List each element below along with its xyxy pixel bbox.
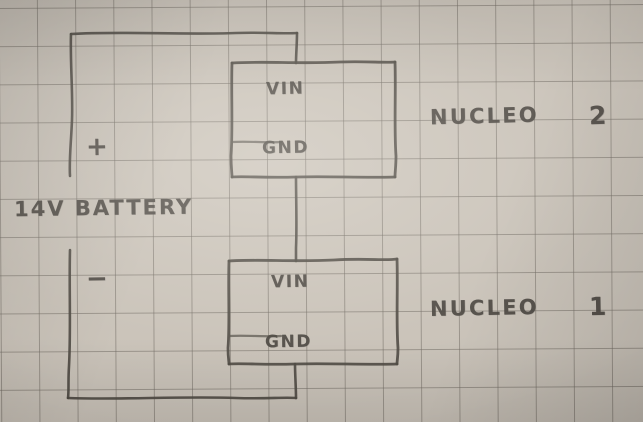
nucleo2-box-right-edge [393,60,398,179]
nucleo2-vin-label: VIN [265,78,305,100]
nucleo1-vin-label: VIN [270,271,310,293]
nucleo1-box-bottom-edge [227,362,399,366]
wire-battery-plus-to-nucleo2-vin [69,31,299,36]
nucleo2-board-index: 2 [588,100,610,131]
nucleo2-board-label: NUCLEO [429,102,540,130]
nucleo2-pin-divider [230,140,283,144]
battery-plus-terminal-label: + [85,131,109,163]
nucleo2-box-bottom-edge [230,175,397,179]
battery-positive-rail [68,32,74,178]
nucleo1-gnd-label: GND [264,331,313,353]
nucleo1-pin-divider [227,334,283,338]
wire-drop-into-nucleo2-vin [294,31,299,65]
nucleo2-gnd-label: GND [261,137,310,159]
battery-negative-rail [66,248,72,400]
wire-battery-minus-to-nucleo1-gnd [66,396,298,400]
nucleo1-box-top-edge [227,257,399,263]
nucleo2-box-left-edge [229,61,234,179]
nucleo1-box-left-edge [226,259,231,366]
battery-label: 14V BATTERY [13,194,194,222]
battery-minus-terminal-label: − [85,263,109,295]
nucleo1-box-right-edge [395,257,400,366]
nucleo1-board-index: 1 [588,291,609,322]
nucleo1-board-label: NUCLEO [429,294,540,322]
wire-rise-into-nucleo1-gnd [293,362,298,400]
nucleo2-box-top-edge [230,60,397,65]
